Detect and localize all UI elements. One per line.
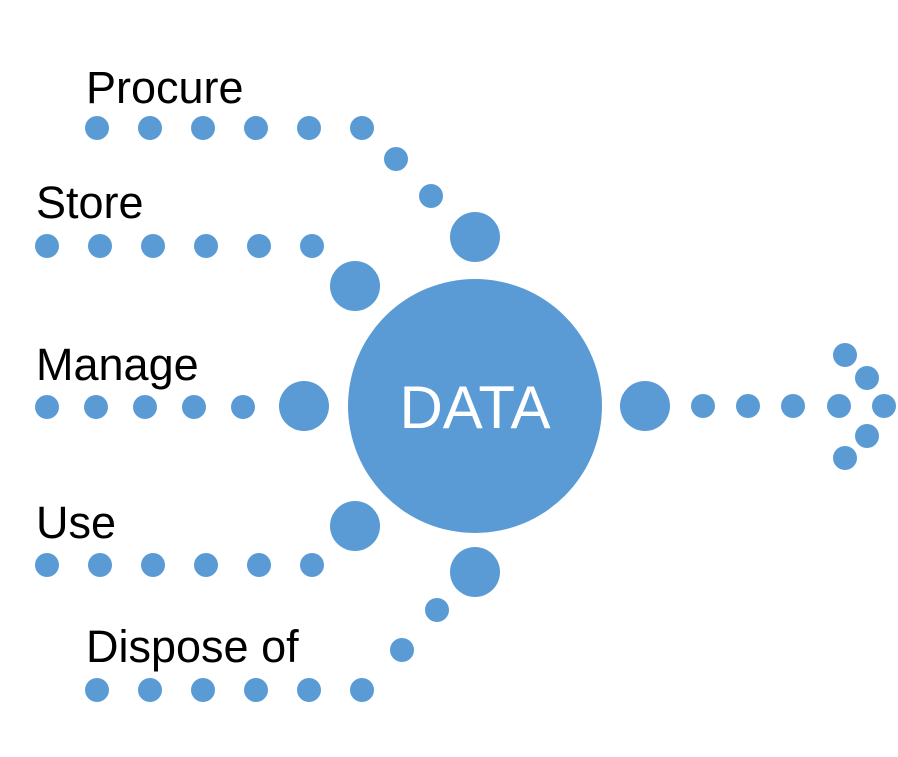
dispose-dot-5	[297, 678, 321, 702]
store-dot-2	[88, 234, 112, 258]
dispose-dot-4	[244, 678, 268, 702]
arrow-head-dot-2	[855, 366, 879, 390]
manage-dot-5	[231, 395, 255, 419]
store-dot-5	[247, 234, 271, 258]
stage-label-store: Store	[36, 177, 144, 228]
use-dot-7	[330, 501, 380, 551]
dot-path-output	[620, 381, 851, 431]
procure-dot-5	[297, 116, 321, 140]
procure-dot-4	[244, 116, 268, 140]
stage-label-procure: Procure	[86, 62, 244, 113]
use-dot-6	[300, 553, 324, 577]
dispose-dot-1	[85, 678, 109, 702]
use-dot-1	[35, 553, 59, 577]
store-dot-1	[35, 234, 59, 258]
dot-path-use	[35, 501, 380, 577]
dispose-dot-9	[450, 547, 500, 597]
procure-dot-1	[85, 116, 109, 140]
use-dot-2	[88, 553, 112, 577]
output-dot-4	[781, 394, 805, 418]
dispose-dot-8	[425, 598, 449, 622]
dot-path-procure	[85, 116, 500, 262]
manage-dot-2	[84, 395, 108, 419]
store-dot-6	[300, 234, 324, 258]
use-dot-4	[194, 553, 218, 577]
arrow-head-dot-5	[833, 446, 857, 470]
procure-dot-6	[350, 116, 374, 140]
manage-dot-1	[35, 395, 59, 419]
dot-path-dispose	[85, 547, 500, 702]
stage-label-use: Use	[36, 497, 116, 548]
arrow-head-dot-3	[872, 394, 896, 418]
procure-dot-3	[191, 116, 215, 140]
dispose-dot-3	[191, 678, 215, 702]
store-dot-3	[141, 234, 165, 258]
procure-dot-7	[384, 147, 408, 171]
data-center-circle	[348, 279, 602, 533]
dispose-dot-7	[390, 638, 414, 662]
store-dot-7	[330, 261, 380, 311]
dispose-dot-2	[138, 678, 162, 702]
manage-dot-6	[279, 381, 329, 431]
dot-path-manage	[35, 381, 329, 431]
store-dot-4	[194, 234, 218, 258]
procure-dot-8	[419, 184, 443, 208]
dot-path-store	[35, 234, 380, 311]
stage-label-dispose: Dispose of	[86, 621, 299, 672]
dispose-dot-6	[350, 678, 374, 702]
arrow-head-dot-4	[855, 424, 879, 448]
use-dot-3	[141, 553, 165, 577]
output-dot-5	[827, 394, 851, 418]
stage-label-manage: Manage	[36, 339, 199, 390]
manage-dot-3	[133, 395, 157, 419]
procure-dot-9	[450, 212, 500, 262]
arrow-head	[833, 343, 896, 470]
use-dot-5	[247, 553, 271, 577]
procure-dot-2	[138, 116, 162, 140]
arrow-head-dot-1	[833, 343, 857, 367]
manage-dot-4	[182, 395, 206, 419]
data-center-label: DATA	[399, 374, 550, 441]
output-dot-3	[736, 394, 760, 418]
output-dot-1	[620, 381, 670, 431]
output-dot-2	[691, 394, 715, 418]
